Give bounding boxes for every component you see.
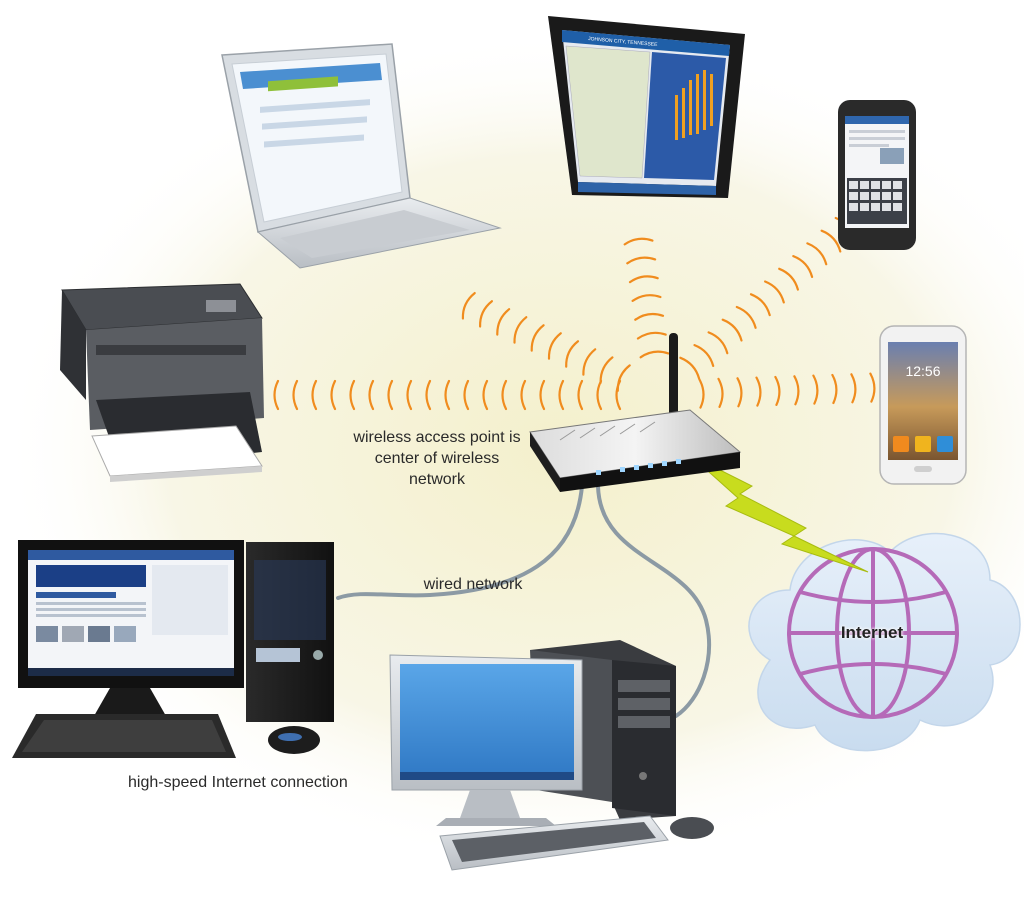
signal-wave-arc: [793, 375, 800, 406]
signal-wave-arc: [273, 379, 280, 411]
signal-wave-arc: [755, 376, 762, 407]
signal-wave-arc: [565, 340, 580, 368]
signal-wave-arc: [539, 379, 546, 411]
signal-wave-arc: [616, 364, 631, 392]
phone-clock: 12:56: [905, 363, 940, 379]
signal-wave-arc: [693, 344, 715, 367]
signal-wave-arc: [349, 379, 356, 411]
signal-wave-arc: [368, 379, 375, 411]
network-cables: [336, 484, 711, 718]
signal-wave-arc: [721, 318, 743, 342]
wireless-router: [529, 333, 742, 492]
signal-wave-arc: [850, 373, 857, 404]
signal-wave-arc: [623, 237, 654, 246]
signal-wave-arc: [501, 379, 508, 411]
mouse-silver: [670, 817, 714, 839]
signal-wave-arc: [735, 305, 757, 329]
signal-wave-arc: [820, 229, 842, 253]
signal-wave-arc: [812, 374, 819, 405]
signal-wave-arc: [292, 379, 299, 411]
tablet: JOHNSON CITY, TENNESSEE: [548, 16, 745, 198]
signal-wave-arc: [639, 350, 670, 359]
signal-wave-arc: [628, 275, 659, 284]
signal-wave-arc: [778, 267, 799, 291]
printer: [60, 283, 264, 482]
signal-wave-arc: [698, 378, 705, 409]
monitor-silver-screen: [400, 664, 574, 780]
signal-wave-arc: [679, 356, 701, 380]
signal-wave-arc: [478, 300, 493, 328]
laptop: [221, 43, 502, 269]
signal-wave-arc: [547, 332, 562, 360]
signal-wave-arc: [736, 377, 743, 408]
signal-wave-arc: [461, 292, 476, 320]
cable-to-desktop-left: [336, 484, 584, 600]
signal-wave-arc: [577, 379, 584, 411]
signal-wave-arc: [530, 324, 545, 352]
signal-wave-arc: [774, 375, 781, 406]
signal-wave-arc: [330, 379, 337, 411]
router-antenna: [669, 333, 678, 428]
wireless-access-point-label: wireless access point is center of wirel…: [353, 429, 521, 488]
desktop-computer-silver: [389, 640, 714, 871]
desktop-computer-dark: [12, 540, 334, 758]
signal-wave-arc: [717, 377, 724, 408]
signal-wave-arc: [558, 379, 565, 411]
signal-wave-arc: [387, 379, 394, 411]
signal-wave-arc: [496, 308, 511, 336]
signal-wave-arc: [311, 379, 318, 411]
signal-wave-arc: [749, 293, 771, 317]
internet-label: Internet: [840, 623, 904, 642]
signal-wave-arc: [636, 331, 667, 340]
cable-to-desktop-right: [596, 484, 711, 718]
signal-wave-arc: [406, 379, 413, 411]
signal-wave-arc: [631, 294, 662, 302]
signal-wave-arc: [792, 255, 814, 278]
signal-wave-arc: [444, 379, 451, 411]
signal-wave-arc: [869, 372, 876, 403]
signal-wave-arc: [599, 356, 614, 384]
internet-connection-bolt: [689, 454, 869, 573]
signal-wave-arc: [513, 316, 528, 344]
signal-wave-arc: [764, 280, 785, 304]
globe-icon: [787, 547, 959, 719]
signal-wave-arc: [582, 348, 597, 376]
signal-wave-arc: [425, 379, 432, 411]
high-speed-connection-label: high-speed Internet connection: [128, 774, 348, 791]
signal-wave-arc: [626, 256, 657, 265]
smartphone: [838, 100, 916, 250]
smartphone-white: 12:56: [879, 325, 967, 485]
signal-wave-arc: [520, 379, 527, 411]
signal-wave-arc: [707, 331, 729, 355]
signal-wave-arc: [634, 312, 665, 321]
wired-network-label: wired network: [423, 576, 523, 593]
signal-wave-arc: [831, 373, 838, 405]
signal-wave-arc: [482, 379, 489, 411]
signal-wave-arc: [463, 379, 470, 411]
signal-wave-arc: [806, 242, 828, 266]
